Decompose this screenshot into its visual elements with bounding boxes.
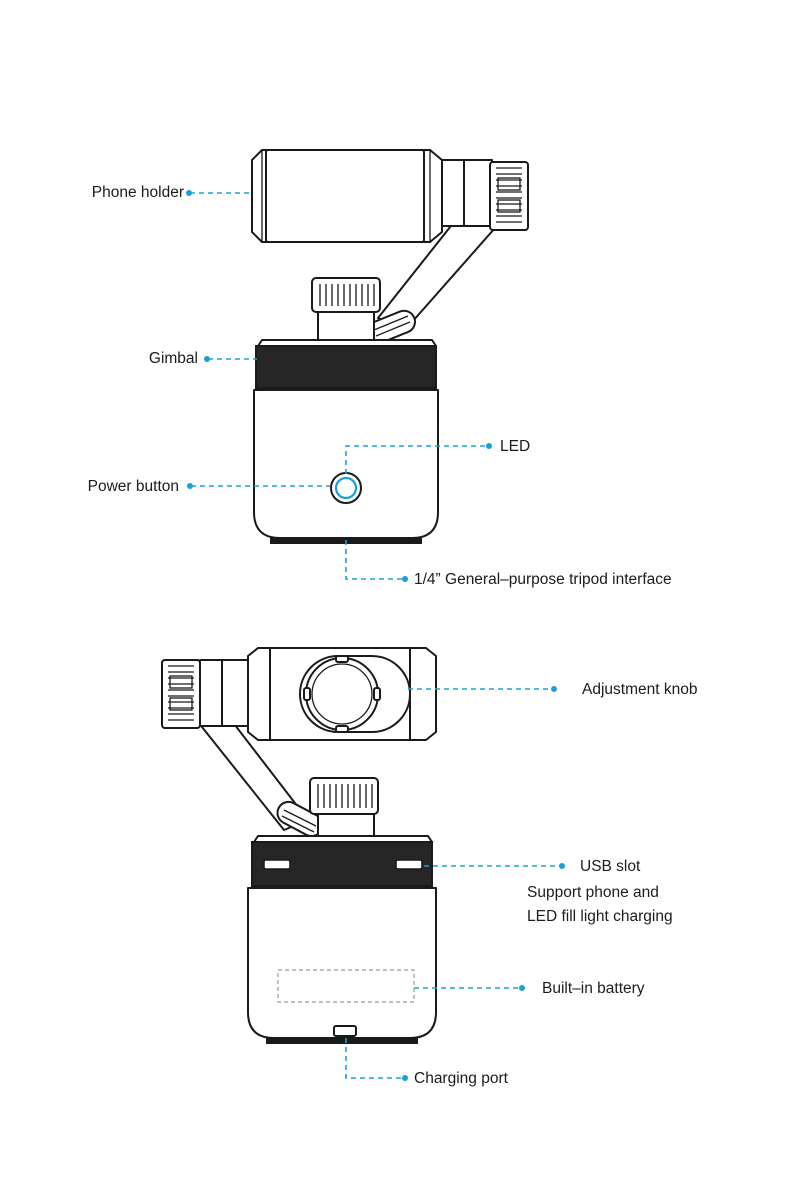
label-usb-note-line2: LED fill light charging — [527, 908, 673, 925]
label-built-in-battery: Built–in battery — [542, 980, 645, 997]
top-device — [251, 149, 529, 544]
top-phone-holder — [251, 149, 443, 243]
top-bracket — [439, 159, 467, 227]
top-side-knob — [489, 161, 529, 231]
label-tripod-interface: 1/4” General–purpose tripod interface — [414, 571, 672, 588]
top-leaders — [186, 190, 492, 582]
top-gimbal-band — [255, 345, 437, 389]
label-charging-port: Charging port — [414, 1070, 508, 1087]
usb-slot-right-icon — [395, 859, 423, 870]
bottom-center-knob — [309, 777, 379, 839]
label-power-button: Power button — [87, 478, 179, 495]
label-usb-slot: USB slot — [580, 858, 641, 875]
label-led: LED — [500, 438, 531, 455]
bottom-base-foot — [266, 1038, 418, 1044]
label-phone-holder: Phone holder — [91, 184, 184, 201]
bottom-device — [161, 647, 437, 1044]
charging-port-icon — [333, 1025, 357, 1037]
top-center-knob — [311, 277, 381, 343]
label-usb-note-line1: Support phone and — [527, 884, 659, 901]
led-ring-icon — [334, 476, 358, 500]
usb-slot-left-icon — [263, 859, 291, 870]
label-gimbal: Gimbal — [148, 350, 198, 367]
bottom-leaders — [345, 686, 565, 1081]
bottom-side-knob — [161, 659, 201, 729]
label-adjustment-knob: Adjustment knob — [582, 681, 698, 698]
bottom-phone-holder — [247, 647, 437, 741]
bottom-bracket — [199, 659, 225, 727]
bottom-base-body — [247, 887, 437, 1039]
